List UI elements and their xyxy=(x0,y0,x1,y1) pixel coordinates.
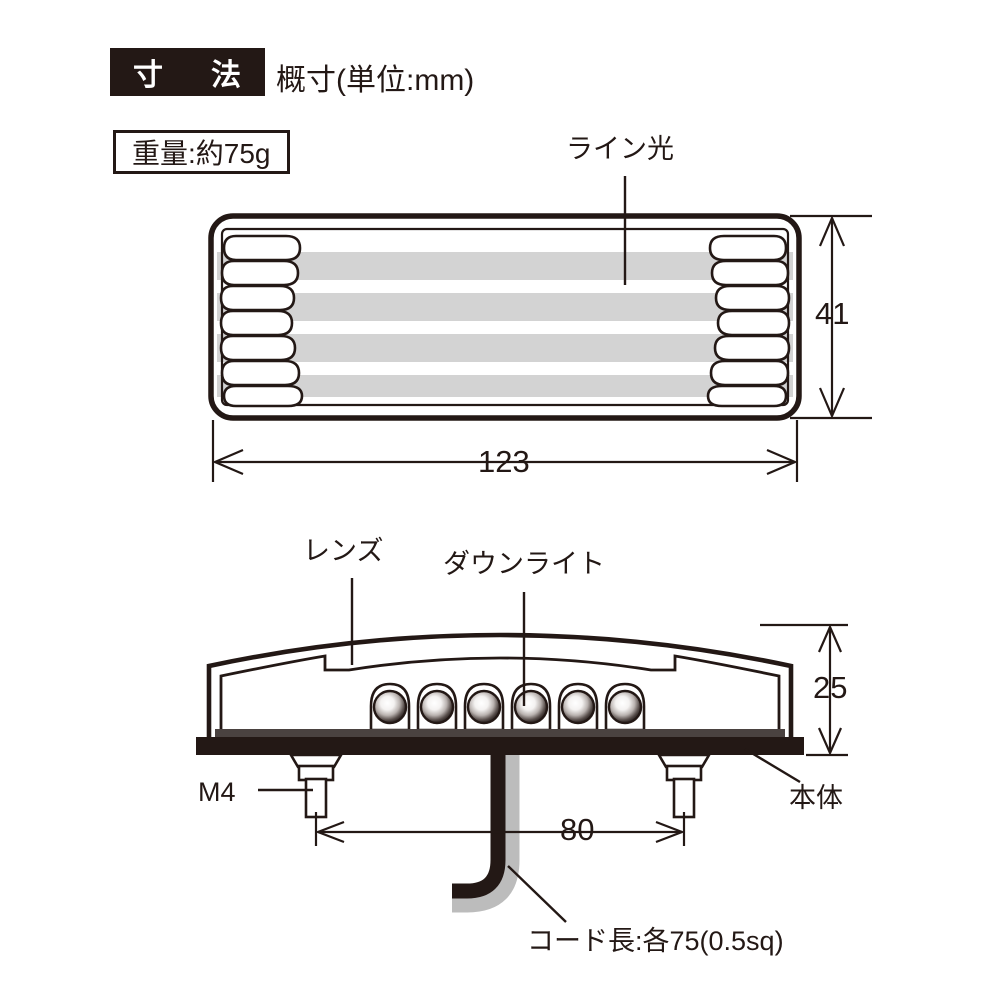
cord-gray xyxy=(452,755,520,913)
section-title-badge: 寸 法 xyxy=(110,48,265,96)
side-lens-inner xyxy=(219,654,781,740)
body-base-plate xyxy=(196,737,804,755)
stud-left xyxy=(288,753,344,819)
label-lens: レンズ xyxy=(303,536,384,566)
dimension-text-height: 25 xyxy=(813,670,848,705)
label-m4-thread: M4 xyxy=(198,777,236,807)
line-light-stripes xyxy=(217,252,793,397)
weight-label: 重量:約75g xyxy=(132,138,271,169)
dimension-text-stud-pitch: 80 xyxy=(560,812,595,847)
section-unit-note: 概寸(単位:mm) xyxy=(276,64,475,97)
body-leader xyxy=(744,747,801,784)
top-left-lens-facets xyxy=(219,234,304,408)
cord-black xyxy=(452,755,506,899)
downlight-lens-1 xyxy=(372,689,408,725)
label-body: 本体 xyxy=(789,783,843,813)
top-right-lens-facets xyxy=(706,234,791,408)
label-cord-length: コード長:各75(0.5sq) xyxy=(527,926,784,956)
downlight-lens-2 xyxy=(419,689,455,725)
weight-box: 重量:約75g xyxy=(113,130,290,174)
downlight-array xyxy=(369,682,646,732)
downlight-lens-6 xyxy=(607,689,643,725)
dimension-text-depth: 41 xyxy=(815,296,850,331)
dimension-41 xyxy=(790,214,872,420)
top-view xyxy=(208,176,872,482)
downlight-lens-4 xyxy=(513,689,549,725)
label-line-light: ライン光 xyxy=(566,134,674,164)
cord-leader xyxy=(507,865,567,923)
stud-right xyxy=(656,753,712,819)
dimension-25 xyxy=(760,623,848,757)
dimension-80 xyxy=(314,812,686,846)
top-housing-outline xyxy=(208,213,802,421)
dimension-text-width: 123 xyxy=(478,444,530,479)
downlight-lens-3 xyxy=(466,689,502,725)
side-view xyxy=(196,578,848,923)
dimension-123 xyxy=(211,420,799,482)
body-gasket xyxy=(215,729,785,739)
downlight-lens-5 xyxy=(560,689,596,725)
side-lens-outer xyxy=(206,632,794,742)
label-downlight: ダウンライト xyxy=(443,549,605,579)
